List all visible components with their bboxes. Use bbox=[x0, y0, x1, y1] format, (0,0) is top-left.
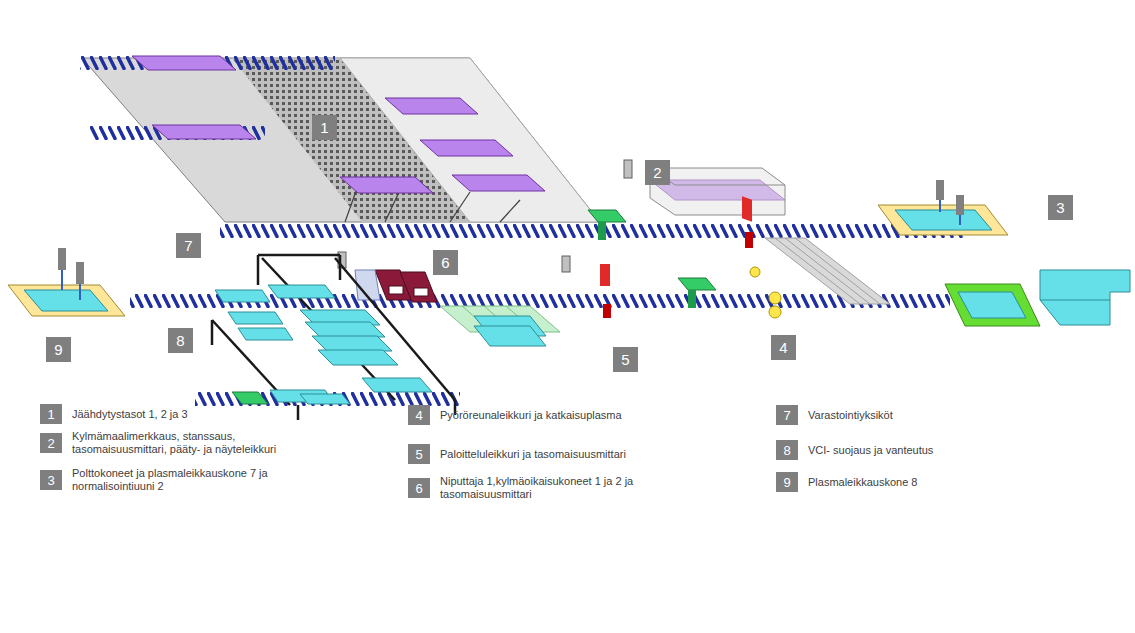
callout-number: 2 bbox=[653, 164, 661, 181]
legend-number: 5 bbox=[415, 447, 422, 462]
legend-swatch: 9 bbox=[776, 472, 798, 492]
callout-box: 8 bbox=[168, 328, 193, 353]
callout-box: 2 bbox=[645, 160, 670, 185]
callout-number: 6 bbox=[441, 254, 449, 271]
legend-swatch: 7 bbox=[776, 405, 798, 425]
legend-number: 4 bbox=[415, 408, 422, 423]
legend-swatch: 4 bbox=[408, 405, 430, 425]
callout-box: 3 bbox=[1048, 195, 1073, 220]
legend-text: VCI- suojaus ja vanteutus bbox=[808, 444, 1028, 457]
callout-box: 5 bbox=[613, 347, 638, 372]
callout-box: 9 bbox=[46, 337, 71, 362]
callout-number: 8 bbox=[176, 332, 184, 349]
legend-text: Plasmaleikkauskone 8 bbox=[808, 476, 1028, 489]
callout-number: 7 bbox=[184, 237, 192, 254]
legend-number: 2 bbox=[47, 436, 54, 451]
legend-number: 7 bbox=[783, 408, 790, 423]
legend-text: Varastointiyksiköt bbox=[808, 409, 1028, 422]
legend-number: 8 bbox=[783, 443, 790, 458]
callout-number: 3 bbox=[1056, 199, 1064, 216]
legend-number: 6 bbox=[415, 481, 422, 496]
legend-text: Niputtaja 1,kylmäoikaisukoneet 1 ja 2 ja… bbox=[440, 475, 680, 501]
callout-number: 1 bbox=[320, 119, 328, 136]
legend-swatch: 8 bbox=[776, 440, 798, 460]
legend-text: Paloitteluleikkuri ja tasomaisuusmittari bbox=[440, 448, 680, 461]
legend-text: Jäähdytystasot 1, 2 ja 3 bbox=[72, 408, 312, 421]
legend-text: Pyöröreunaleikkuri ja katkaisuplasma bbox=[440, 409, 680, 422]
callout-box: 6 bbox=[433, 250, 458, 275]
callout-box: 1 bbox=[312, 115, 337, 140]
legend-swatch: 1 bbox=[40, 404, 62, 424]
legend-swatch: 6 bbox=[408, 478, 430, 498]
legend-swatch: 2 bbox=[40, 433, 62, 453]
callout-number: 4 bbox=[779, 339, 787, 356]
legend-text: Polttokoneet ja plasmaleikkauskone 7 ja … bbox=[72, 467, 312, 493]
callout-number: 5 bbox=[621, 351, 629, 368]
legend-number: 3 bbox=[47, 473, 54, 488]
legend-text: Kylmämaalimerkkaus, stanssaus, tasomaisu… bbox=[72, 430, 312, 456]
legend-number: 9 bbox=[783, 475, 790, 490]
legend-swatch: 3 bbox=[40, 470, 62, 490]
legend-swatch: 5 bbox=[408, 444, 430, 464]
callout-box: 7 bbox=[176, 233, 201, 258]
callout-number: 9 bbox=[54, 341, 62, 358]
legend-number: 1 bbox=[47, 407, 54, 422]
callout-box: 4 bbox=[771, 335, 796, 360]
